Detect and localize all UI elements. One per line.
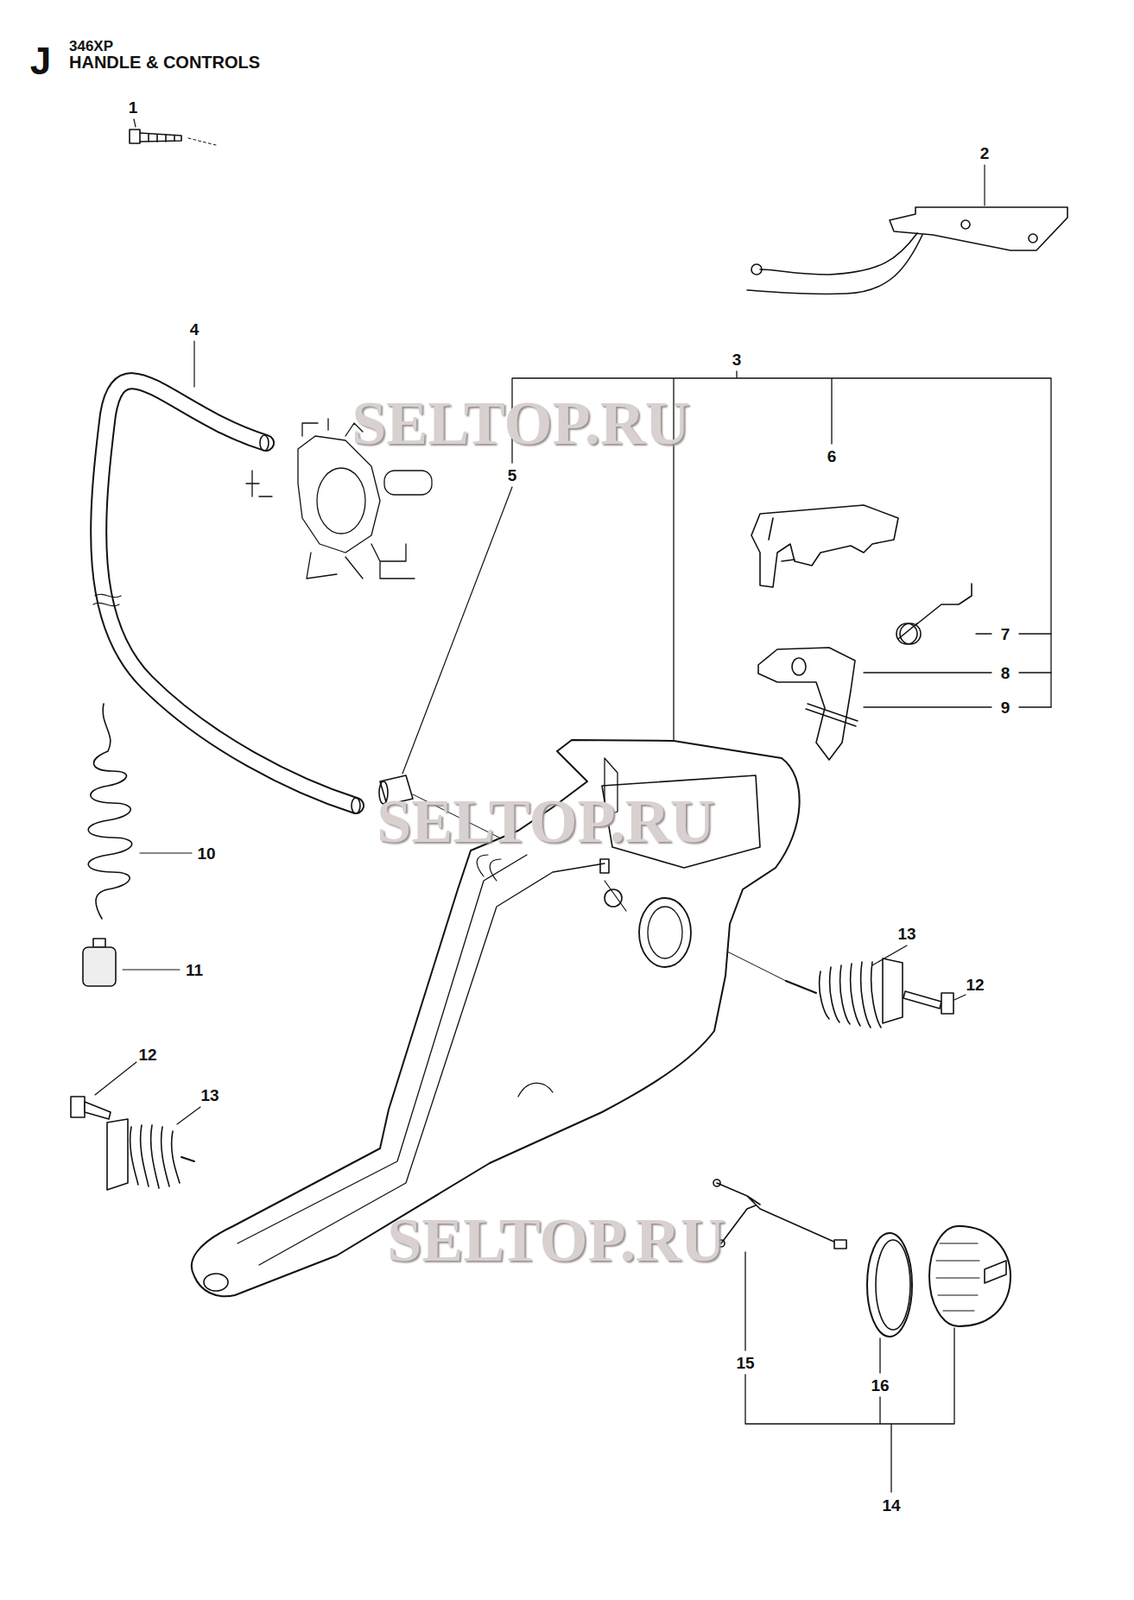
callout-number: 9 bbox=[1000, 699, 1011, 716]
callout-number: 8 bbox=[1000, 665, 1011, 682]
section-letter: J bbox=[30, 42, 51, 81]
watermark: SELTOP.RU bbox=[386, 1209, 726, 1272]
watermark: SELTOP.RU bbox=[351, 392, 691, 455]
callout-number: 13 bbox=[897, 925, 916, 943]
callout-number: 1 bbox=[128, 99, 139, 116]
watermark: SELTOP.RU bbox=[376, 790, 716, 853]
model-name: 346XP bbox=[69, 38, 114, 54]
screw bbox=[70, 1096, 111, 1120]
bracket bbox=[745, 1252, 955, 1493]
callout-number: 2 bbox=[980, 145, 990, 162]
pin bbox=[805, 703, 858, 727]
plate-with-wire bbox=[747, 207, 1068, 295]
callout-number: 16 bbox=[870, 1377, 889, 1394]
callout-number: 4 bbox=[190, 321, 200, 338]
av-spring bbox=[107, 1119, 195, 1191]
pendulum bbox=[713, 1179, 847, 1249]
seal-ring bbox=[867, 1233, 913, 1337]
torsion-spring bbox=[896, 583, 972, 645]
callout-number: 10 bbox=[196, 845, 216, 862]
fuel-cap bbox=[929, 1226, 1011, 1327]
callout-number: 7 bbox=[1000, 626, 1011, 643]
callout-number: 12 bbox=[965, 976, 984, 994]
callout-number: 14 bbox=[881, 1497, 900, 1515]
throttle-trigger bbox=[758, 647, 856, 761]
callout-number: 13 bbox=[200, 1087, 219, 1104]
page-title: HANDLE & CONTROLS bbox=[69, 53, 260, 71]
callout-number: 6 bbox=[827, 448, 837, 465]
fuel-hose-spiral bbox=[88, 703, 132, 919]
throttle-lockout bbox=[751, 505, 899, 588]
callout-number: 5 bbox=[507, 467, 518, 484]
rear-handle-tank bbox=[191, 740, 800, 1297]
callout-number: 15 bbox=[735, 1355, 754, 1372]
callout-number: 3 bbox=[732, 351, 742, 368]
fuel-filter bbox=[82, 938, 116, 987]
callout-number: 12 bbox=[138, 1046, 157, 1064]
screw bbox=[129, 129, 182, 144]
screw bbox=[903, 991, 954, 1014]
callout-number: 11 bbox=[185, 962, 203, 979]
av-spring bbox=[785, 958, 903, 1028]
